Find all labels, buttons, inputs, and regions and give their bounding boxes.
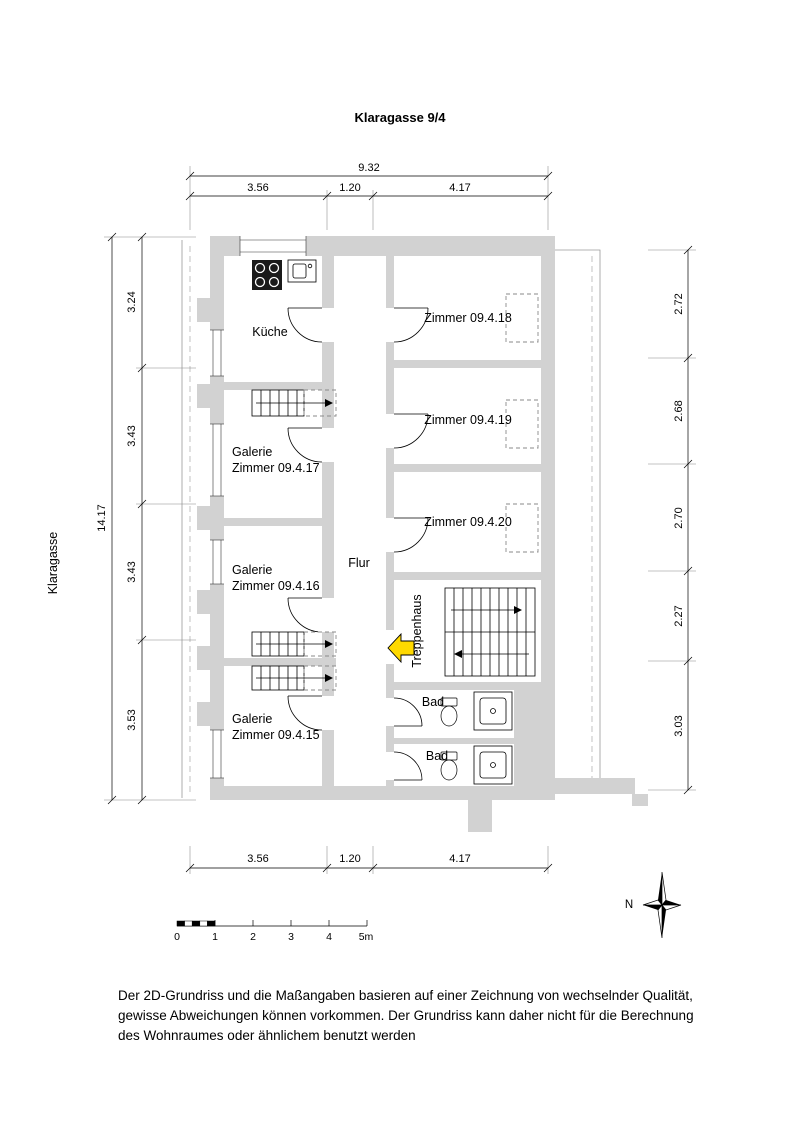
window-icon — [210, 423, 224, 497]
window-icon — [210, 329, 224, 377]
dim-bottom-seg2: 1.20 — [339, 853, 360, 865]
entrance-arrow-icon — [387, 632, 415, 664]
disclaimer-line1: Der 2D-Grundriss und die Maßangaben basi… — [118, 988, 693, 1003]
room-label-kueche: Küche — [252, 325, 287, 339]
room-label-flur: Flur — [348, 556, 370, 570]
dim-top-seg3: 4.17 — [449, 182, 470, 194]
compass-north-label: N — [625, 899, 633, 911]
door-icon — [393, 751, 423, 781]
room-label-galerie-16-line1: Galerie — [232, 563, 272, 577]
dim-bottom-seg3: 4.17 — [449, 853, 470, 865]
room-label-zimmer-20: Zimmer 09.4.20 — [424, 515, 512, 529]
dim-left-seg4: 3.53 — [126, 709, 138, 730]
room-label-bad-upper: Bad — [422, 695, 444, 709]
compass-rose-icon: N — [625, 871, 682, 939]
room-label-galerie-15-line2: Zimmer 09.4.15 — [232, 728, 320, 742]
window-icon — [239, 236, 307, 256]
dim-right-seg4: 2.27 — [673, 605, 685, 626]
scale-label-3: 3 — [288, 931, 294, 943]
sink-icon — [287, 259, 317, 283]
gallery-stairs-icon — [251, 389, 337, 417]
dim-top-seg2: 1.20 — [339, 182, 360, 194]
scale-bar: 0 1 2 3 4 5m — [174, 920, 374, 943]
room-label-galerie-17-line2: Zimmer 09.4.17 — [232, 461, 320, 475]
room-label-zimmer-19: Zimmer 09.4.19 — [424, 413, 512, 427]
windows — [210, 236, 307, 779]
shower-icon — [473, 745, 513, 785]
scale-label-0: 0 — [174, 931, 180, 943]
doors — [287, 307, 429, 781]
staircase-icon — [444, 587, 536, 677]
dim-top-seg1: 3.56 — [247, 182, 268, 194]
door-icon — [393, 517, 429, 553]
dim-top-total: 9.32 — [358, 162, 379, 174]
gallery-stairs-icon — [251, 631, 337, 657]
scale-label-4: 4 — [326, 931, 332, 943]
door-icon — [287, 307, 323, 343]
scale-label-1: 1 — [212, 931, 218, 943]
room-label-treppenhaus: Treppenhaus — [410, 594, 424, 667]
room-label-galerie-16-line2: Zimmer 09.4.16 — [232, 579, 320, 593]
disclaimer-line3: des Wohnraumes oder ähnlichem benutzt we… — [118, 1028, 416, 1043]
dim-left-seg3: 3.43 — [126, 561, 138, 582]
room-labels: Küche Zimmer 09.4.18 Zimmer 09.4.19 Zimm… — [232, 311, 512, 763]
room-label-galerie-15-line1: Galerie — [232, 712, 272, 726]
dim-left-total: 14.17 — [96, 504, 108, 532]
room-label-galerie-17-line1: Galerie — [232, 445, 272, 459]
room-label-zimmer-18: Zimmer 09.4.18 — [424, 311, 512, 325]
dimension-left: 14.17 3.24 3.43 3.43 3.53 — [96, 232, 196, 805]
dim-left-seg1: 3.24 — [126, 291, 138, 312]
scale-label-2: 2 — [250, 931, 256, 943]
dim-right-seg2: 2.68 — [673, 400, 685, 421]
dim-left-seg2: 3.43 — [126, 425, 138, 446]
dimension-bottom: 3.56 1.20 4.17 — [185, 846, 553, 874]
dimension-top: 9.32 3.56 1.20 4.17 — [185, 162, 553, 230]
stove-icon — [252, 260, 282, 290]
dashed-boxes — [505, 293, 539, 553]
dim-right-seg1: 2.72 — [673, 293, 685, 314]
roof-overhang-lines — [181, 240, 601, 798]
dim-right-seg5: 3.03 — [673, 715, 685, 736]
shower-icon — [473, 691, 513, 731]
window-icon — [210, 539, 224, 585]
door-icon — [287, 427, 323, 463]
disclaimer-line2: gewisse Abweichungen können vorkommen. D… — [118, 1008, 694, 1023]
door-icon — [287, 695, 323, 731]
door-icon — [287, 597, 323, 633]
toilet-icon — [440, 751, 458, 781]
dimension-right: 2.72 2.68 2.70 2.27 3.03 — [648, 245, 696, 795]
gallery-stairs-icon — [251, 665, 337, 691]
street-label: Klaragasse — [46, 532, 60, 595]
scale-label-5m: 5m — [359, 931, 374, 943]
disclaimer-text: Der 2D-Grundriss und die Maßangaben basi… — [118, 988, 694, 1043]
door-icon — [393, 307, 429, 343]
window-icon — [210, 729, 224, 779]
door-icon — [393, 697, 423, 727]
page-title: Klaragasse 9/4 — [354, 110, 446, 125]
room-label-bad-lower: Bad — [426, 749, 448, 763]
dim-right-seg3: 2.70 — [673, 507, 685, 528]
toilet-icon — [440, 697, 458, 727]
door-icon — [393, 413, 429, 449]
dim-bottom-seg1: 3.56 — [247, 853, 268, 865]
